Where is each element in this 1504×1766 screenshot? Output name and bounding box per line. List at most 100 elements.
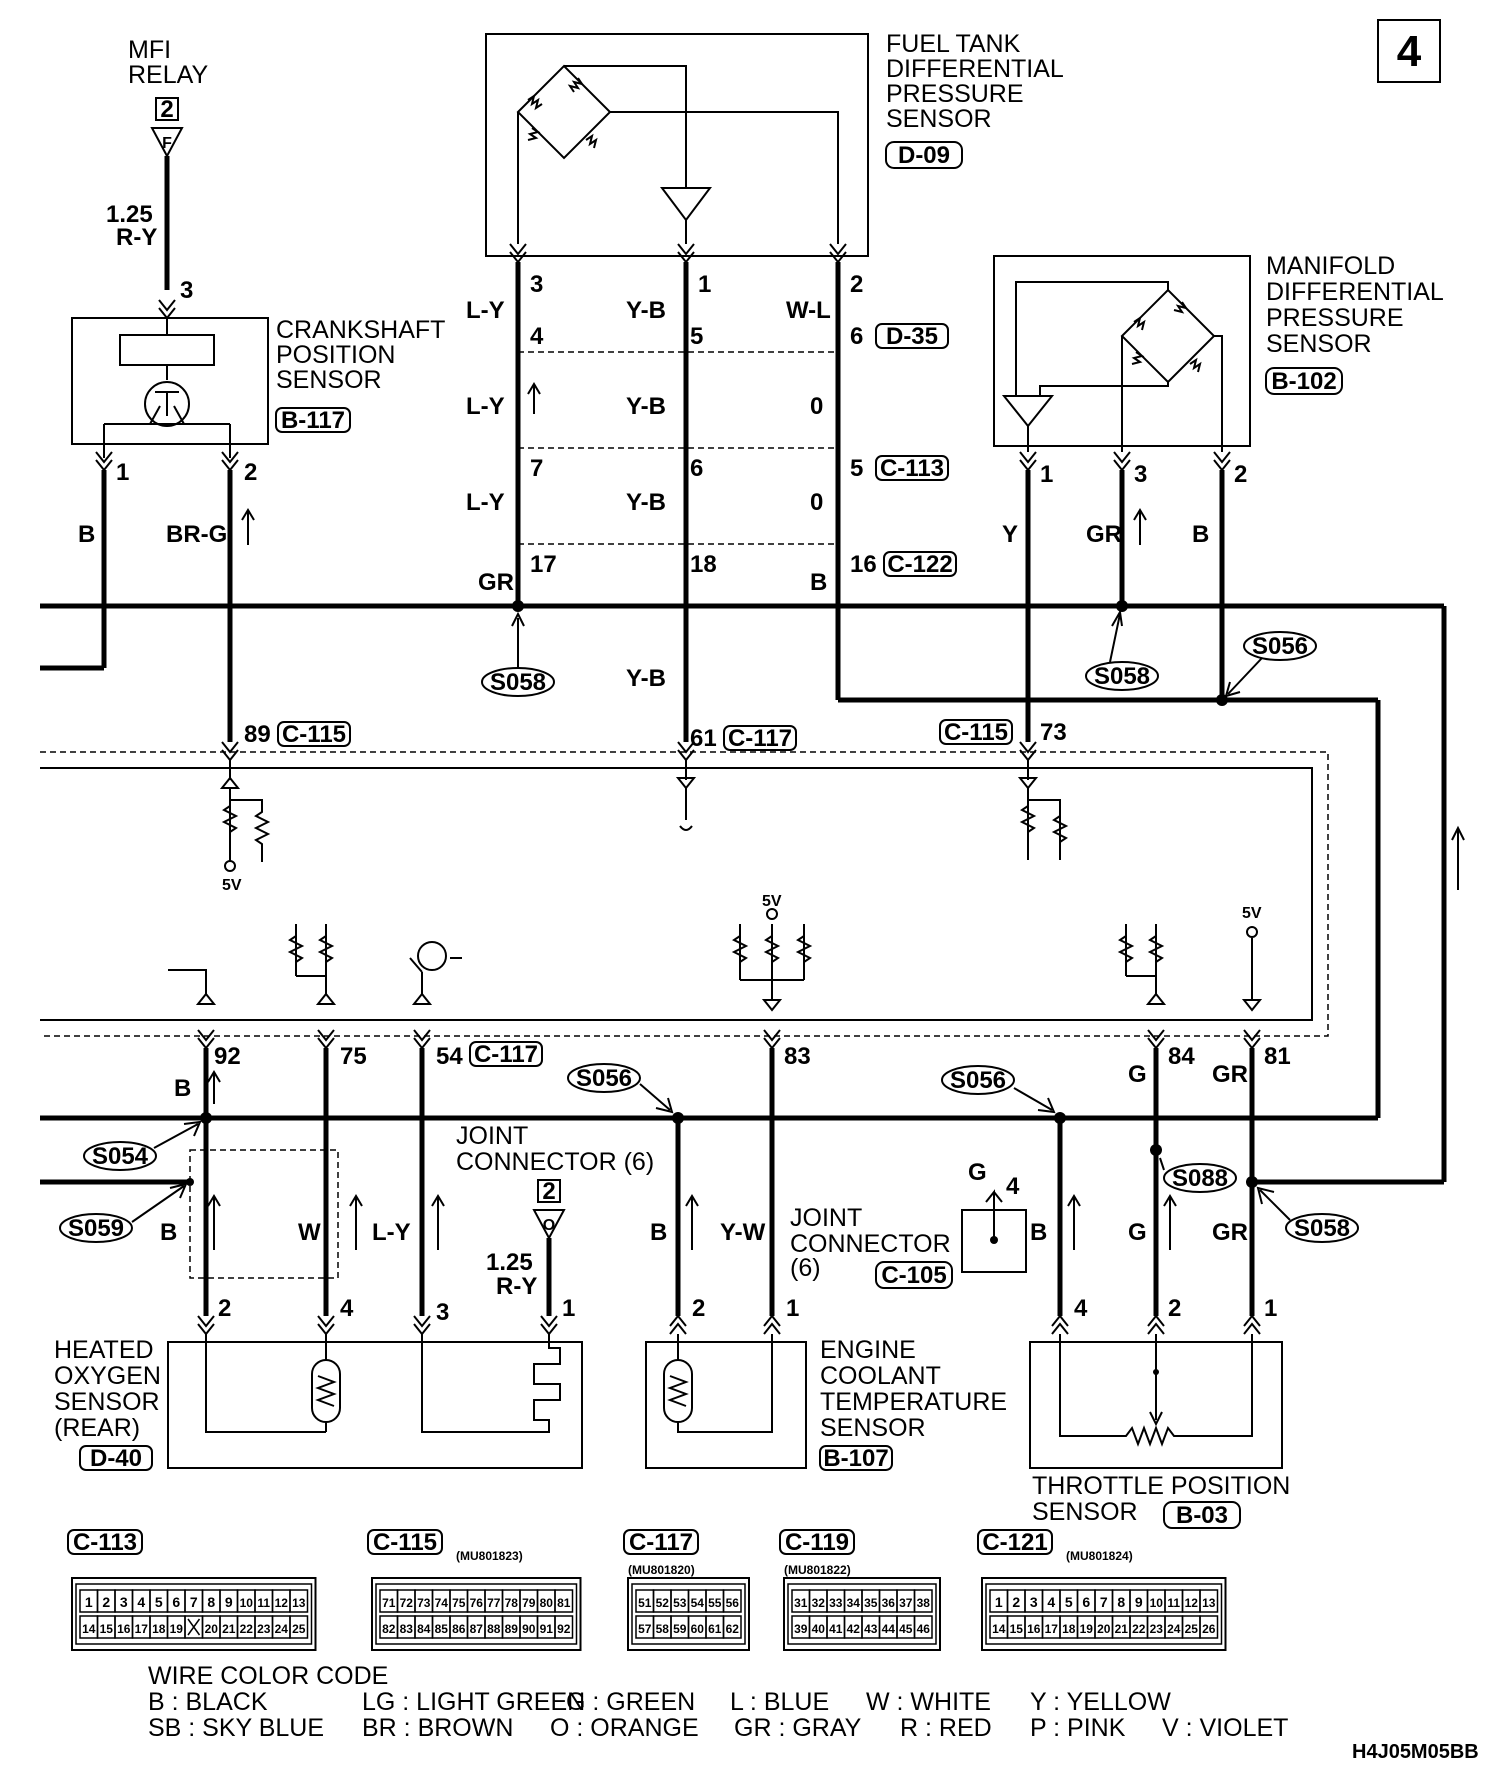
svg-text:1: 1 (1264, 1295, 1277, 1322)
svg-text:92: 92 (214, 1043, 241, 1070)
svg-text:1.25: 1.25 (486, 1249, 533, 1276)
svg-text:(REAR): (REAR) (54, 1414, 140, 1442)
connector-pin-number: 31 (794, 1596, 808, 1610)
connector-pin-number: 36 (882, 1596, 896, 1610)
connector-pin-number: 21 (1115, 1622, 1129, 1636)
svg-text:CONNECTOR (6): CONNECTOR (6) (456, 1148, 654, 1176)
page-number-box (1377, 19, 1441, 83)
legend-violet: V : VIOLET (1162, 1714, 1288, 1742)
connector-pin-number: 14 (992, 1622, 1006, 1636)
legend-red: R : RED (900, 1714, 992, 1742)
svg-text:JOINT: JOINT (790, 1204, 862, 1232)
svg-text:54: 54 (436, 1043, 463, 1070)
connector-pin-number: 22 (240, 1622, 254, 1636)
connector-pin-number: 19 (1080, 1622, 1094, 1636)
svg-text:DIFFERENTIAL: DIFFERENTIAL (886, 55, 1064, 83)
svg-text:S058: S058 (1094, 663, 1150, 690)
svg-text:B: B (1192, 521, 1209, 548)
connector-pin-number: 7 (1100, 1594, 1108, 1610)
connector-pin-number: 17 (135, 1622, 149, 1636)
svg-text:D-09: D-09 (898, 142, 950, 169)
svg-text:75: 75 (340, 1043, 367, 1070)
svg-text:3: 3 (436, 1299, 449, 1326)
svg-text:G: G (1128, 1061, 1147, 1088)
connector-pin-number: 3 (120, 1594, 128, 1610)
connector-pin-number: 88 (487, 1622, 501, 1636)
svg-text:B-117: B-117 (281, 407, 345, 434)
connector-pin-number: 37 (899, 1596, 913, 1610)
svg-text:Y-B: Y-B (626, 297, 666, 324)
svg-text:4: 4 (340, 1295, 354, 1322)
svg-text:5V: 5V (1242, 905, 1262, 922)
legend-pink: P : PINK (1030, 1714, 1126, 1742)
connector-pin-number: 57 (638, 1622, 652, 1636)
svg-text:Y: Y (1002, 521, 1018, 548)
svg-text:Y-W: Y-W (720, 1219, 766, 1246)
svg-text:SENSOR: SENSOR (276, 366, 382, 394)
svg-text:1: 1 (562, 1295, 575, 1322)
ecm-outline (40, 751, 1329, 1037)
connector-pin-number: 2 (102, 1594, 110, 1610)
ecm-lower-pins: 92 75 54 C-117 83 84 81 B G GR (174, 1029, 1291, 1104)
splice-s058-a: S058 (481, 611, 555, 697)
svg-text:SENSOR: SENSOR (820, 1414, 926, 1442)
svg-text:7: 7 (530, 455, 543, 482)
connector-pin-number: 52 (656, 1596, 670, 1610)
svg-text:GR: GR (1212, 1219, 1248, 1246)
connector-pin-number: 5 (1065, 1594, 1073, 1610)
svg-text:S058: S058 (1294, 1215, 1350, 1242)
svg-text:L-Y: L-Y (466, 393, 505, 420)
svg-text:2: 2 (218, 1295, 231, 1322)
connector-pin-number: 56 (726, 1596, 740, 1610)
connector-pin-number: 4 (137, 1594, 145, 1610)
manifold-sensor: MANIFOLD DIFFERENTIAL PRESSURE SENSOR B-… (993, 252, 1444, 472)
svg-text:S056: S056 (950, 1067, 1006, 1094)
connector-pin-number: 34 (847, 1596, 861, 1610)
svg-text:Y-B: Y-B (626, 393, 666, 420)
svg-text:B-107: B-107 (823, 1445, 888, 1472)
svg-text:SENSOR: SENSOR (54, 1388, 160, 1416)
svg-text:CONNECTOR: CONNECTOR (790, 1230, 951, 1258)
connector-pin-number: 18 (1062, 1622, 1076, 1636)
svg-text:Y-B: Y-B (626, 665, 666, 692)
legend-orange: O : ORANGE (550, 1714, 699, 1742)
connector-pin-number: 38 (917, 1596, 931, 1610)
connector-pin-number: 24 (275, 1622, 289, 1636)
connector-pin-number: 78 (505, 1596, 519, 1610)
connector-pin-number: 23 (1150, 1622, 1164, 1636)
connector-pin-number: 45 (899, 1622, 913, 1636)
svg-text:1: 1 (1040, 461, 1053, 488)
svg-text:2: 2 (244, 459, 257, 486)
svg-text:4: 4 (1006, 1173, 1020, 1200)
splice-s054: S054 (83, 1120, 202, 1171)
svg-text:L-Y: L-Y (372, 1219, 411, 1246)
svg-text:THROTTLE POSITION: THROTTLE POSITION (1032, 1472, 1290, 1500)
connector-pin-number: 6 (172, 1594, 180, 1610)
connector-pin-number: 58 (656, 1622, 670, 1636)
svg-text:B-03: B-03 (1176, 1502, 1228, 1529)
connector-pin-number: 53 (673, 1596, 687, 1610)
connector-pin-number: 16 (1027, 1622, 1041, 1636)
ecm-internal-upper: 5V (219, 760, 1069, 894)
connector-pin-number: 22 (1132, 1622, 1146, 1636)
legend-white: W : WHITE (866, 1688, 991, 1716)
connector-pin-number: 15 (1010, 1622, 1024, 1636)
svg-text:5: 5 (690, 323, 703, 350)
legend-black: B : BLACK (148, 1688, 268, 1716)
svg-text:C-115: C-115 (282, 721, 346, 748)
svg-text:81: 81 (1264, 1043, 1291, 1070)
svg-text:B: B (78, 521, 95, 548)
connector-pin-number: 13 (1202, 1596, 1216, 1610)
connector-id: C-117 (629, 1529, 693, 1556)
connector-id: C-113 (73, 1529, 137, 1556)
connector-pin-number: 10 (240, 1596, 254, 1610)
svg-text:1: 1 (698, 271, 711, 298)
connector-pin-number: 10 (1150, 1596, 1164, 1610)
svg-text:C-105: C-105 (881, 1262, 946, 1289)
connector-pin-number: 16 (117, 1622, 131, 1636)
ecm-upper-pins: 89 C-115 61 C-117 C-115 73 (221, 719, 1067, 762)
crankshaft-sensor: CRANKSHAFT POSITION SENSOR B-117 1 2 B B… (71, 299, 445, 548)
page-number: 4 (1397, 27, 1422, 76)
svg-text:B: B (174, 1075, 191, 1102)
